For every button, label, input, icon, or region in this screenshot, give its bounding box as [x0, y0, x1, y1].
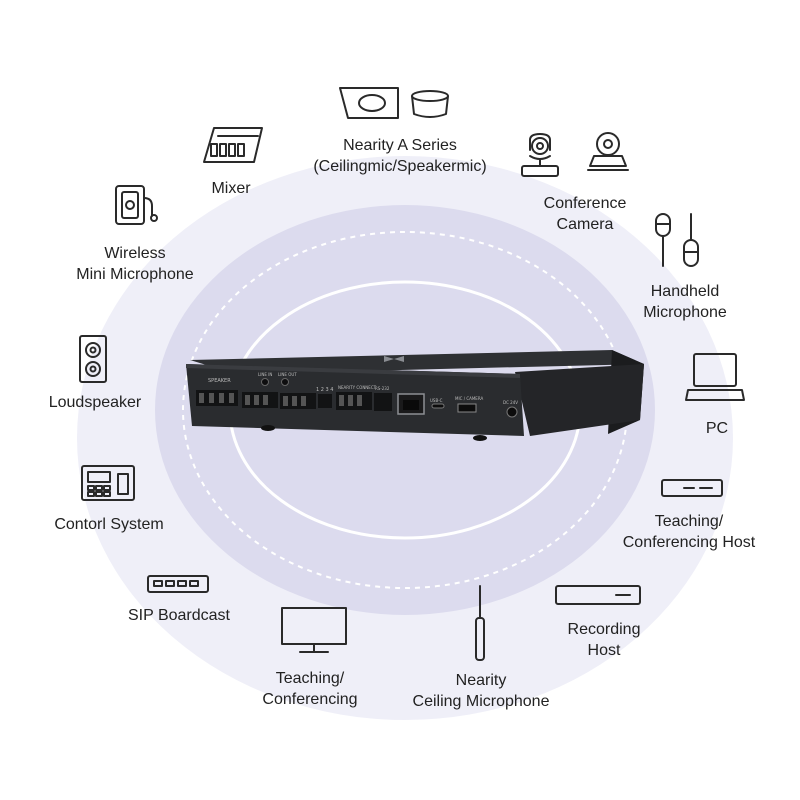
port-label-speaker: SPEAKER	[208, 378, 231, 384]
port-label-mic-camera: MIC / CAMERA	[455, 396, 483, 401]
port-label-rs232: RS-232	[375, 386, 390, 391]
loudspeaker-icon	[79, 335, 107, 383]
port-label-nearity-connect: NEARITY CONNECT	[338, 385, 377, 390]
port-label-dc: DC 24V	[503, 400, 518, 405]
dc-power-port	[506, 406, 518, 418]
usb-a-port	[457, 403, 477, 413]
label-nearity-a-series: Nearity A Series(Ceilingmic/Speakermic)	[313, 137, 487, 175]
laptop-icon	[685, 353, 745, 401]
label-mixer: Mixer	[211, 180, 251, 197]
port-label-line-out: LINE OUT	[278, 372, 297, 377]
label-teaching-conferencing: Teaching/Conferencing	[262, 670, 358, 708]
camera-icon-2	[587, 132, 629, 171]
control-panel-icon	[81, 465, 135, 501]
recorder-box-icon	[555, 585, 641, 605]
port-label-channels: 1 2 3 4	[316, 387, 334, 393]
line-in-jack	[261, 378, 269, 386]
speaker-terminal-block	[196, 390, 238, 406]
camera-icon	[521, 133, 559, 177]
nearity-connect-terminals	[336, 392, 392, 411]
audio-terminal-blocks	[242, 392, 316, 409]
wireless-transmitter-icon	[115, 185, 158, 225]
port-label-usb-c: USB-C	[430, 398, 443, 403]
mixer-icon	[203, 127, 263, 163]
label-sip-broadcast: SIP Boardcast	[128, 607, 230, 624]
switch-box-icon	[147, 575, 209, 593]
label-teaching-host: Teaching/Conferencing Host	[622, 513, 756, 551]
label-pc: PC	[705, 420, 729, 437]
display-monitor-icon	[281, 607, 347, 653]
line-out-jack	[281, 378, 289, 386]
hanging-mic-icon	[475, 585, 485, 661]
ceiling-speaker-icon	[339, 87, 399, 119]
host-box-icon	[661, 479, 723, 497]
handheld-mic-icon	[655, 213, 671, 267]
speakermic-icon	[411, 90, 449, 118]
label-control-system: Contorl System	[54, 516, 164, 533]
label-loudspeaker: Loudspeaker	[48, 394, 142, 411]
port-label-line-in: LINE IN	[258, 372, 272, 377]
handheld-mic-icon-2	[683, 213, 699, 267]
usb-c-port	[431, 403, 445, 409]
